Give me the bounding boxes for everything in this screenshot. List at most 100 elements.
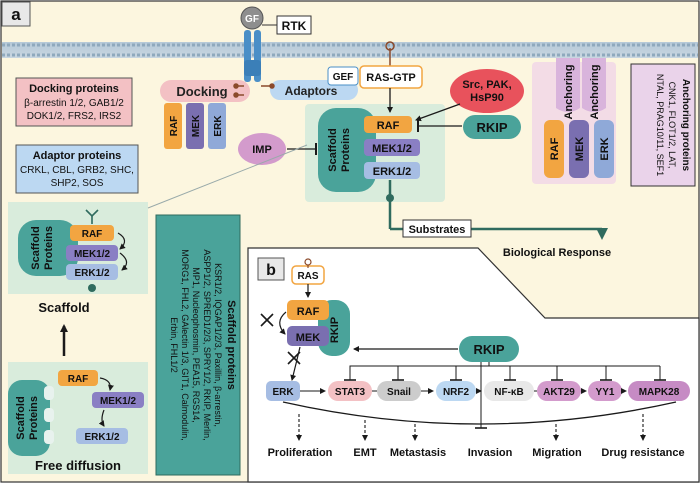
- b-target-snail: Snail: [387, 387, 411, 398]
- central-scaffold-protein: [318, 108, 376, 192]
- free-diffusion-caption: Free diffusion: [35, 458, 121, 473]
- dock-erk-label: ERK: [213, 115, 224, 137]
- b-outcome-proliferation: Proliferation: [268, 447, 333, 459]
- gef-box: [327, 66, 359, 86]
- gf-ligand-label: GF: [245, 14, 259, 25]
- dock-erk-block: [208, 103, 226, 149]
- scaffold-proteins-list-title: Scaffold proteins: [225, 300, 237, 390]
- rtk-label: RTK: [282, 19, 307, 33]
- free-mek-label: MEK1/2: [100, 396, 137, 407]
- biological-response-label: Biological Response: [503, 247, 611, 259]
- anchoring-mek-block: [569, 120, 589, 178]
- scaffold-proteins-list-line-2: ASPP1/2, SPRED1/2/3, SPRY1/2, RKIP, Merl…: [202, 249, 212, 440]
- anchoring-protein-2: [582, 58, 606, 112]
- scaffold-box-mek: [66, 245, 118, 261]
- anchoring-label-1: Anchoring: [563, 65, 575, 120]
- ras-membrane-anchor: [385, 41, 395, 66]
- anchoring-erk-block: [594, 120, 614, 178]
- b-outcome-migration: Migration: [532, 447, 582, 459]
- substrates-box: [402, 219, 472, 238]
- docking-label: Docking: [176, 84, 227, 99]
- scaffold-box-receptor-glyph: [85, 209, 99, 224]
- b-target-yy1: YY1: [596, 387, 615, 398]
- b-rkip-main-label: RKIP: [473, 342, 504, 357]
- b-mek-erk-arrow: [290, 346, 301, 381]
- b-pathway-row: [266, 381, 690, 401]
- anchoring-erk-label: ERK: [599, 137, 611, 160]
- substrates-label: Substrates: [409, 224, 466, 236]
- ras-gtp-label: RAS-GTP: [366, 72, 416, 84]
- scaffold-box-output-node: [88, 284, 96, 292]
- src-pak-label-1: Src, PAK,: [462, 79, 511, 91]
- scaffold-proteins-list-line-4: MORG1, FHL2, GAlectin 1/3, GIT1, Calmodu…: [180, 249, 190, 441]
- free-raf-block: [58, 370, 98, 386]
- b-block-x-1: [260, 313, 274, 327]
- scaffold-box-raf: [70, 225, 114, 241]
- anchoring-proteins-line-2: NTAL, PRAG10/11, SEF1: [655, 74, 665, 176]
- scaffold-zoom-line: [147, 144, 308, 209]
- scaffold-box-protein: [18, 220, 78, 276]
- rtk-receptor: [240, 6, 264, 82]
- b-rkip-side-label: RKIP: [329, 317, 341, 343]
- adaptors-label: Adaptors: [285, 84, 338, 98]
- panel-b-label: b: [266, 262, 276, 279]
- b-raf-label: RAF: [297, 306, 320, 318]
- scaffold-box-arrow-1: [117, 232, 126, 250]
- rkip-pill: [463, 115, 521, 139]
- b-outcome-metastasis: Metastasis: [390, 447, 446, 459]
- b-ras-label: RAS: [297, 271, 318, 282]
- docking-proteins-box: [15, 77, 133, 127]
- dock-mek-label: MEK: [191, 114, 202, 137]
- b-target-stat3: STAT3: [335, 387, 366, 398]
- dock-raf-label: RAF: [169, 116, 180, 137]
- central-raf-block: [364, 116, 412, 133]
- src-pak-hsp90-ellipse: [450, 69, 524, 113]
- anchoring-raf-label: RAF: [549, 137, 561, 160]
- adaptor-proteins-line-2: SHP2, SOS: [51, 178, 104, 189]
- b-mek-block: [287, 326, 329, 346]
- docking-pill: [160, 80, 250, 102]
- anchoring-label-2: Anchoring: [589, 65, 601, 120]
- b-target-nrf2: NRF2: [443, 387, 470, 398]
- src-pak-label-2: HsP90: [470, 92, 504, 104]
- free-raf-label: RAF: [68, 374, 89, 385]
- free-mek-block: [92, 392, 144, 408]
- scaffold-proteins-list-line-3: MP1, Nucleophosmin, PEA15, RGS14,: [191, 267, 201, 423]
- anchoring-protein-1: [556, 58, 580, 112]
- central-raf-label: RAF: [377, 120, 400, 132]
- free-scaffold-slots: [44, 386, 54, 444]
- panel-a-label-box: [1, 1, 31, 27]
- scaffold-box-arrow-2: [119, 252, 128, 271]
- free-erk-label: ERK1/2: [84, 432, 119, 443]
- free-scaffold-protein: [8, 380, 50, 456]
- central-mek-label: MEK1/2: [372, 143, 412, 155]
- adaptor-proteins-box: [15, 144, 139, 194]
- rkip-label: RKIP: [476, 120, 507, 135]
- ras-gtp-box: [359, 65, 423, 89]
- b-rkip-main: [459, 336, 519, 362]
- central-mek-block: [364, 139, 420, 156]
- docking-connectors: [233, 83, 275, 98]
- gef-label: GEF: [333, 72, 354, 83]
- free-arrow-1: [99, 377, 114, 391]
- b-inhibition-fan: [349, 362, 661, 428]
- central-erk-label: ERK1/2: [373, 166, 412, 178]
- free-scaffold-title-2: Proteins: [28, 396, 40, 440]
- scaffold-box-erk-label: ERK1/2: [74, 268, 109, 279]
- b-convergence-arc: [282, 401, 677, 425]
- scaffold-box-title-1: Scaffold: [30, 226, 42, 269]
- b-inhibition-bars: [344, 379, 666, 429]
- panel-a-label: a: [11, 5, 21, 24]
- b-mek-label: MEK: [296, 332, 321, 344]
- anchoring-proteins-line-1: CNK1, FLOT1/2, LAT,: [667, 82, 677, 169]
- free-scaffold-title-1: Scaffold: [15, 396, 27, 439]
- b-target-mapk28: MAPK28: [639, 387, 680, 398]
- free-erk-block: [76, 428, 128, 444]
- panel-b-label-box: [257, 257, 285, 281]
- cell-membrane: [2, 42, 698, 58]
- central-scaffold-title-2: Proteins: [340, 128, 352, 172]
- b-ras-anchor: [304, 258, 312, 268]
- b-outcome-emt: EMT: [353, 447, 377, 459]
- b-outcome-drug-resistance: Drug resistance: [601, 447, 684, 459]
- docking-proteins-line-1: β-arrestin 1/2, GAB1/2: [24, 98, 124, 109]
